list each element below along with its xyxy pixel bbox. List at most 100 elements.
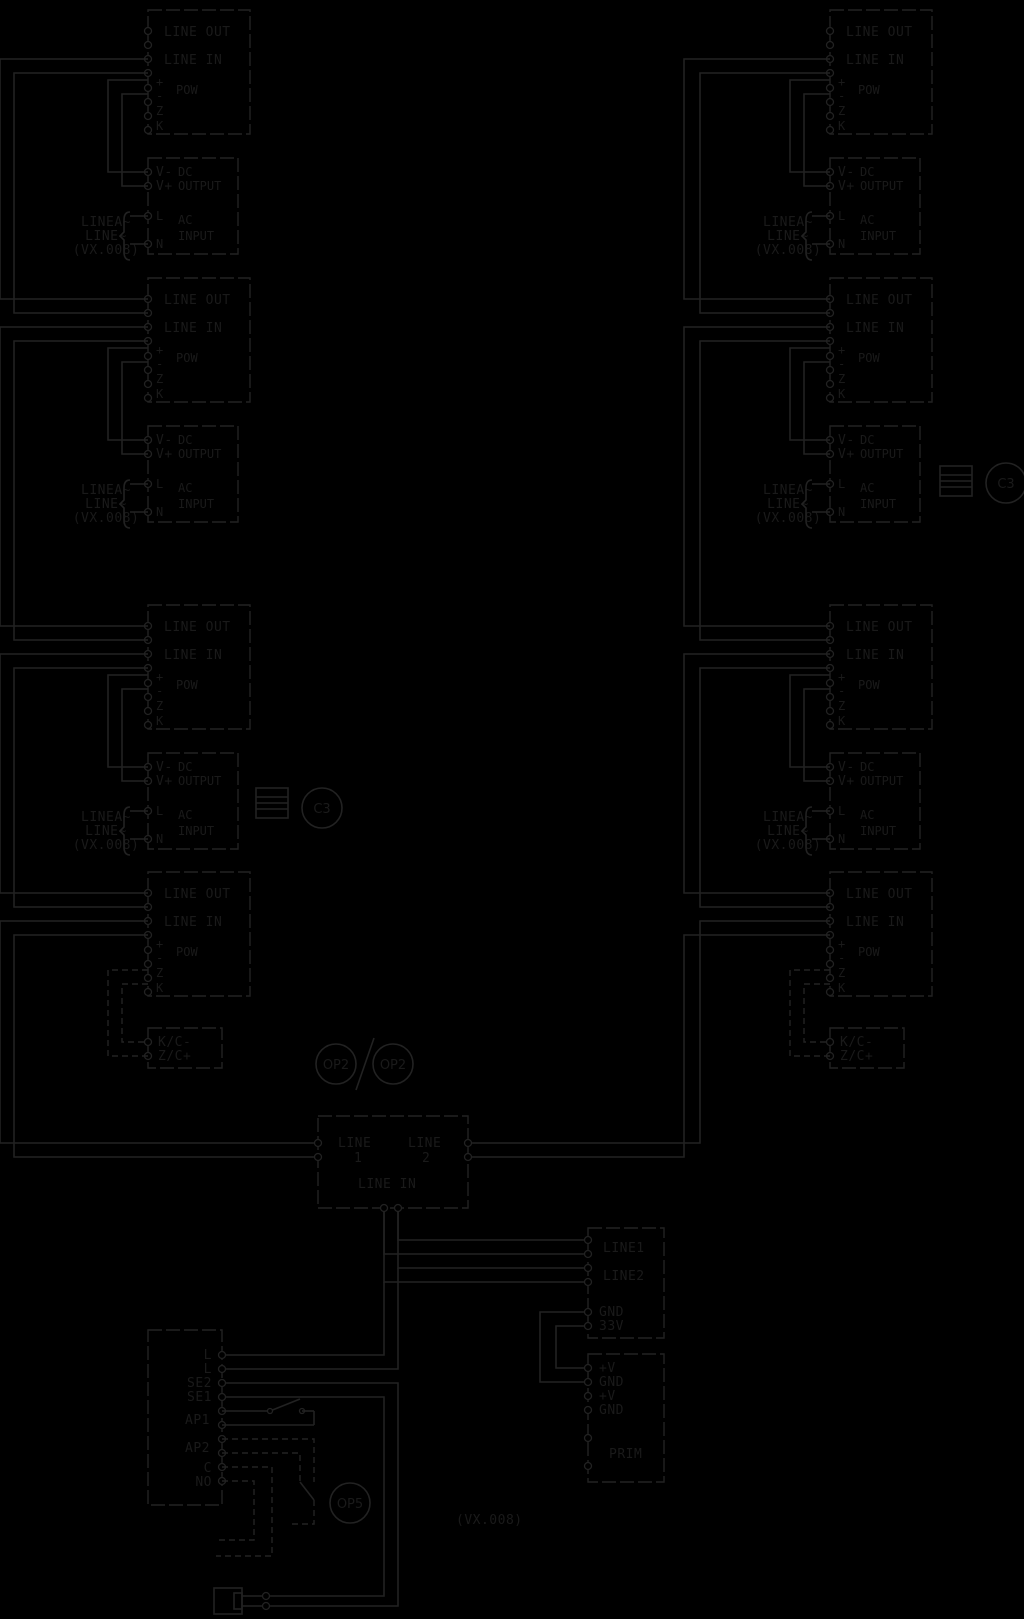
v-plus-label: V+	[838, 447, 855, 462]
panel-ap2-label: AP2	[185, 1441, 210, 1456]
junction-line-in-label: LINE IN	[358, 1177, 416, 1192]
terminal-dot	[143, 111, 153, 121]
pow-label: POW	[858, 678, 880, 692]
minus-label: -	[838, 89, 845, 103]
z-label: Z	[156, 699, 163, 713]
dashed-wire	[803, 983, 830, 1043]
ac-label: AC	[178, 481, 192, 495]
line-in-label: LINE IN	[846, 648, 904, 663]
op2-label: OP2	[323, 1058, 349, 1073]
op2-label: OP2	[380, 1058, 406, 1073]
footer-model-label: (VX.008)	[456, 1513, 523, 1528]
v-minus-label: V-	[838, 433, 855, 448]
bus-wire	[555, 1325, 588, 1369]
plus-label: +	[156, 670, 163, 684]
n-label: N	[838, 237, 845, 251]
panel-l-label: L	[204, 1362, 212, 1377]
panel-se2-label: SE2	[187, 1376, 212, 1391]
c3-badge-left: C3	[255, 787, 343, 829]
n-label: N	[838, 832, 845, 846]
bus-wire	[222, 1396, 385, 1597]
supply-model-label: (VX.008)	[73, 511, 140, 526]
dc-wire	[107, 79, 148, 173]
l-label: L	[156, 477, 163, 491]
power-supply-frame	[829, 425, 921, 523]
terminal-dot	[825, 987, 835, 997]
kc-label: K/C-	[840, 1035, 873, 1050]
power-supply-frame	[147, 752, 239, 850]
line-in-label: LINE IN	[164, 648, 222, 663]
bus-wire	[699, 72, 830, 314]
terminal-dot	[825, 678, 835, 688]
terminal-dot	[143, 678, 153, 688]
controller-plus-v-label: +V	[599, 1361, 616, 1376]
controller-gnd-label: GND	[599, 1305, 624, 1320]
bus-wire	[0, 920, 318, 1144]
supply-brace	[118, 806, 131, 856]
c3-label: C3	[997, 477, 1014, 492]
terminal-dot	[143, 720, 153, 730]
input-label: INPUT	[178, 497, 214, 511]
v-minus-label: V-	[156, 165, 173, 180]
plus-label: +	[838, 937, 845, 951]
k-label: K	[838, 119, 846, 133]
controller-gnd-label: GND	[599, 1375, 624, 1390]
bus-wire	[13, 340, 148, 641]
terminal-dot	[825, 83, 835, 93]
dc-label: DC	[178, 760, 192, 774]
pow-label: POW	[858, 351, 880, 365]
supply-model-label: (VX.008)	[755, 838, 822, 853]
pow-label: POW	[858, 83, 880, 97]
controller-33v-label: 33V	[599, 1319, 624, 1334]
n-label: N	[156, 832, 163, 846]
n-label: N	[156, 505, 163, 519]
k-label: K	[156, 981, 164, 995]
supply-line-label: LINE~	[85, 229, 127, 244]
output-label: OUTPUT	[178, 774, 221, 788]
terminal-dot	[143, 987, 153, 997]
minus-label: -	[838, 951, 845, 965]
v-plus-label: V+	[156, 179, 173, 194]
input-label: INPUT	[860, 229, 896, 243]
minus-label: -	[838, 684, 845, 698]
k-label: K	[156, 119, 164, 133]
junction-line2-label: LINE	[408, 1136, 441, 1151]
l-label: L	[838, 477, 845, 491]
panel-se1-label: SE1	[187, 1390, 212, 1405]
supply-line-label: LINE~	[85, 824, 127, 839]
dashed-wire	[121, 983, 148, 1043]
power-supply-frame	[147, 157, 239, 255]
dc-label: DC	[860, 760, 874, 774]
supply-brace	[118, 479, 131, 529]
line-in-label: LINE IN	[846, 321, 904, 336]
minus-label: -	[156, 89, 163, 103]
line-in-label: LINE IN	[846, 53, 904, 68]
v-minus-label: V-	[838, 760, 855, 775]
bus-wire	[222, 1268, 399, 1370]
controller-plus-v-label: +V	[599, 1389, 616, 1404]
pow-label: POW	[176, 351, 198, 365]
plus-label: +	[838, 670, 845, 684]
ap1-switch	[222, 1398, 315, 1426]
c3-badge-right: C3	[939, 462, 1024, 504]
z-label: Z	[156, 372, 163, 386]
junction-box: LINE 1 LINE 2 LINE IN	[313, 1115, 473, 1213]
zc-label: Z/C+	[840, 1049, 873, 1064]
terminal-dot	[143, 125, 153, 135]
terminal-dot	[825, 945, 835, 955]
dashed-wire	[107, 969, 148, 1057]
dc-wire	[803, 688, 830, 782]
line-in-label: LINE IN	[164, 915, 222, 930]
power-supply-frame	[147, 425, 239, 523]
power-supply-frame	[829, 157, 921, 255]
terminal-dot	[825, 111, 835, 121]
bus-wire	[0, 58, 148, 300]
controller-gnd-label: GND	[599, 1403, 624, 1418]
z-label: Z	[838, 699, 845, 713]
v-minus-label: V-	[156, 433, 173, 448]
l-label: L	[838, 804, 845, 818]
terminal-dot	[143, 393, 153, 403]
k-label: K	[838, 981, 846, 995]
bus-wire	[699, 340, 830, 641]
